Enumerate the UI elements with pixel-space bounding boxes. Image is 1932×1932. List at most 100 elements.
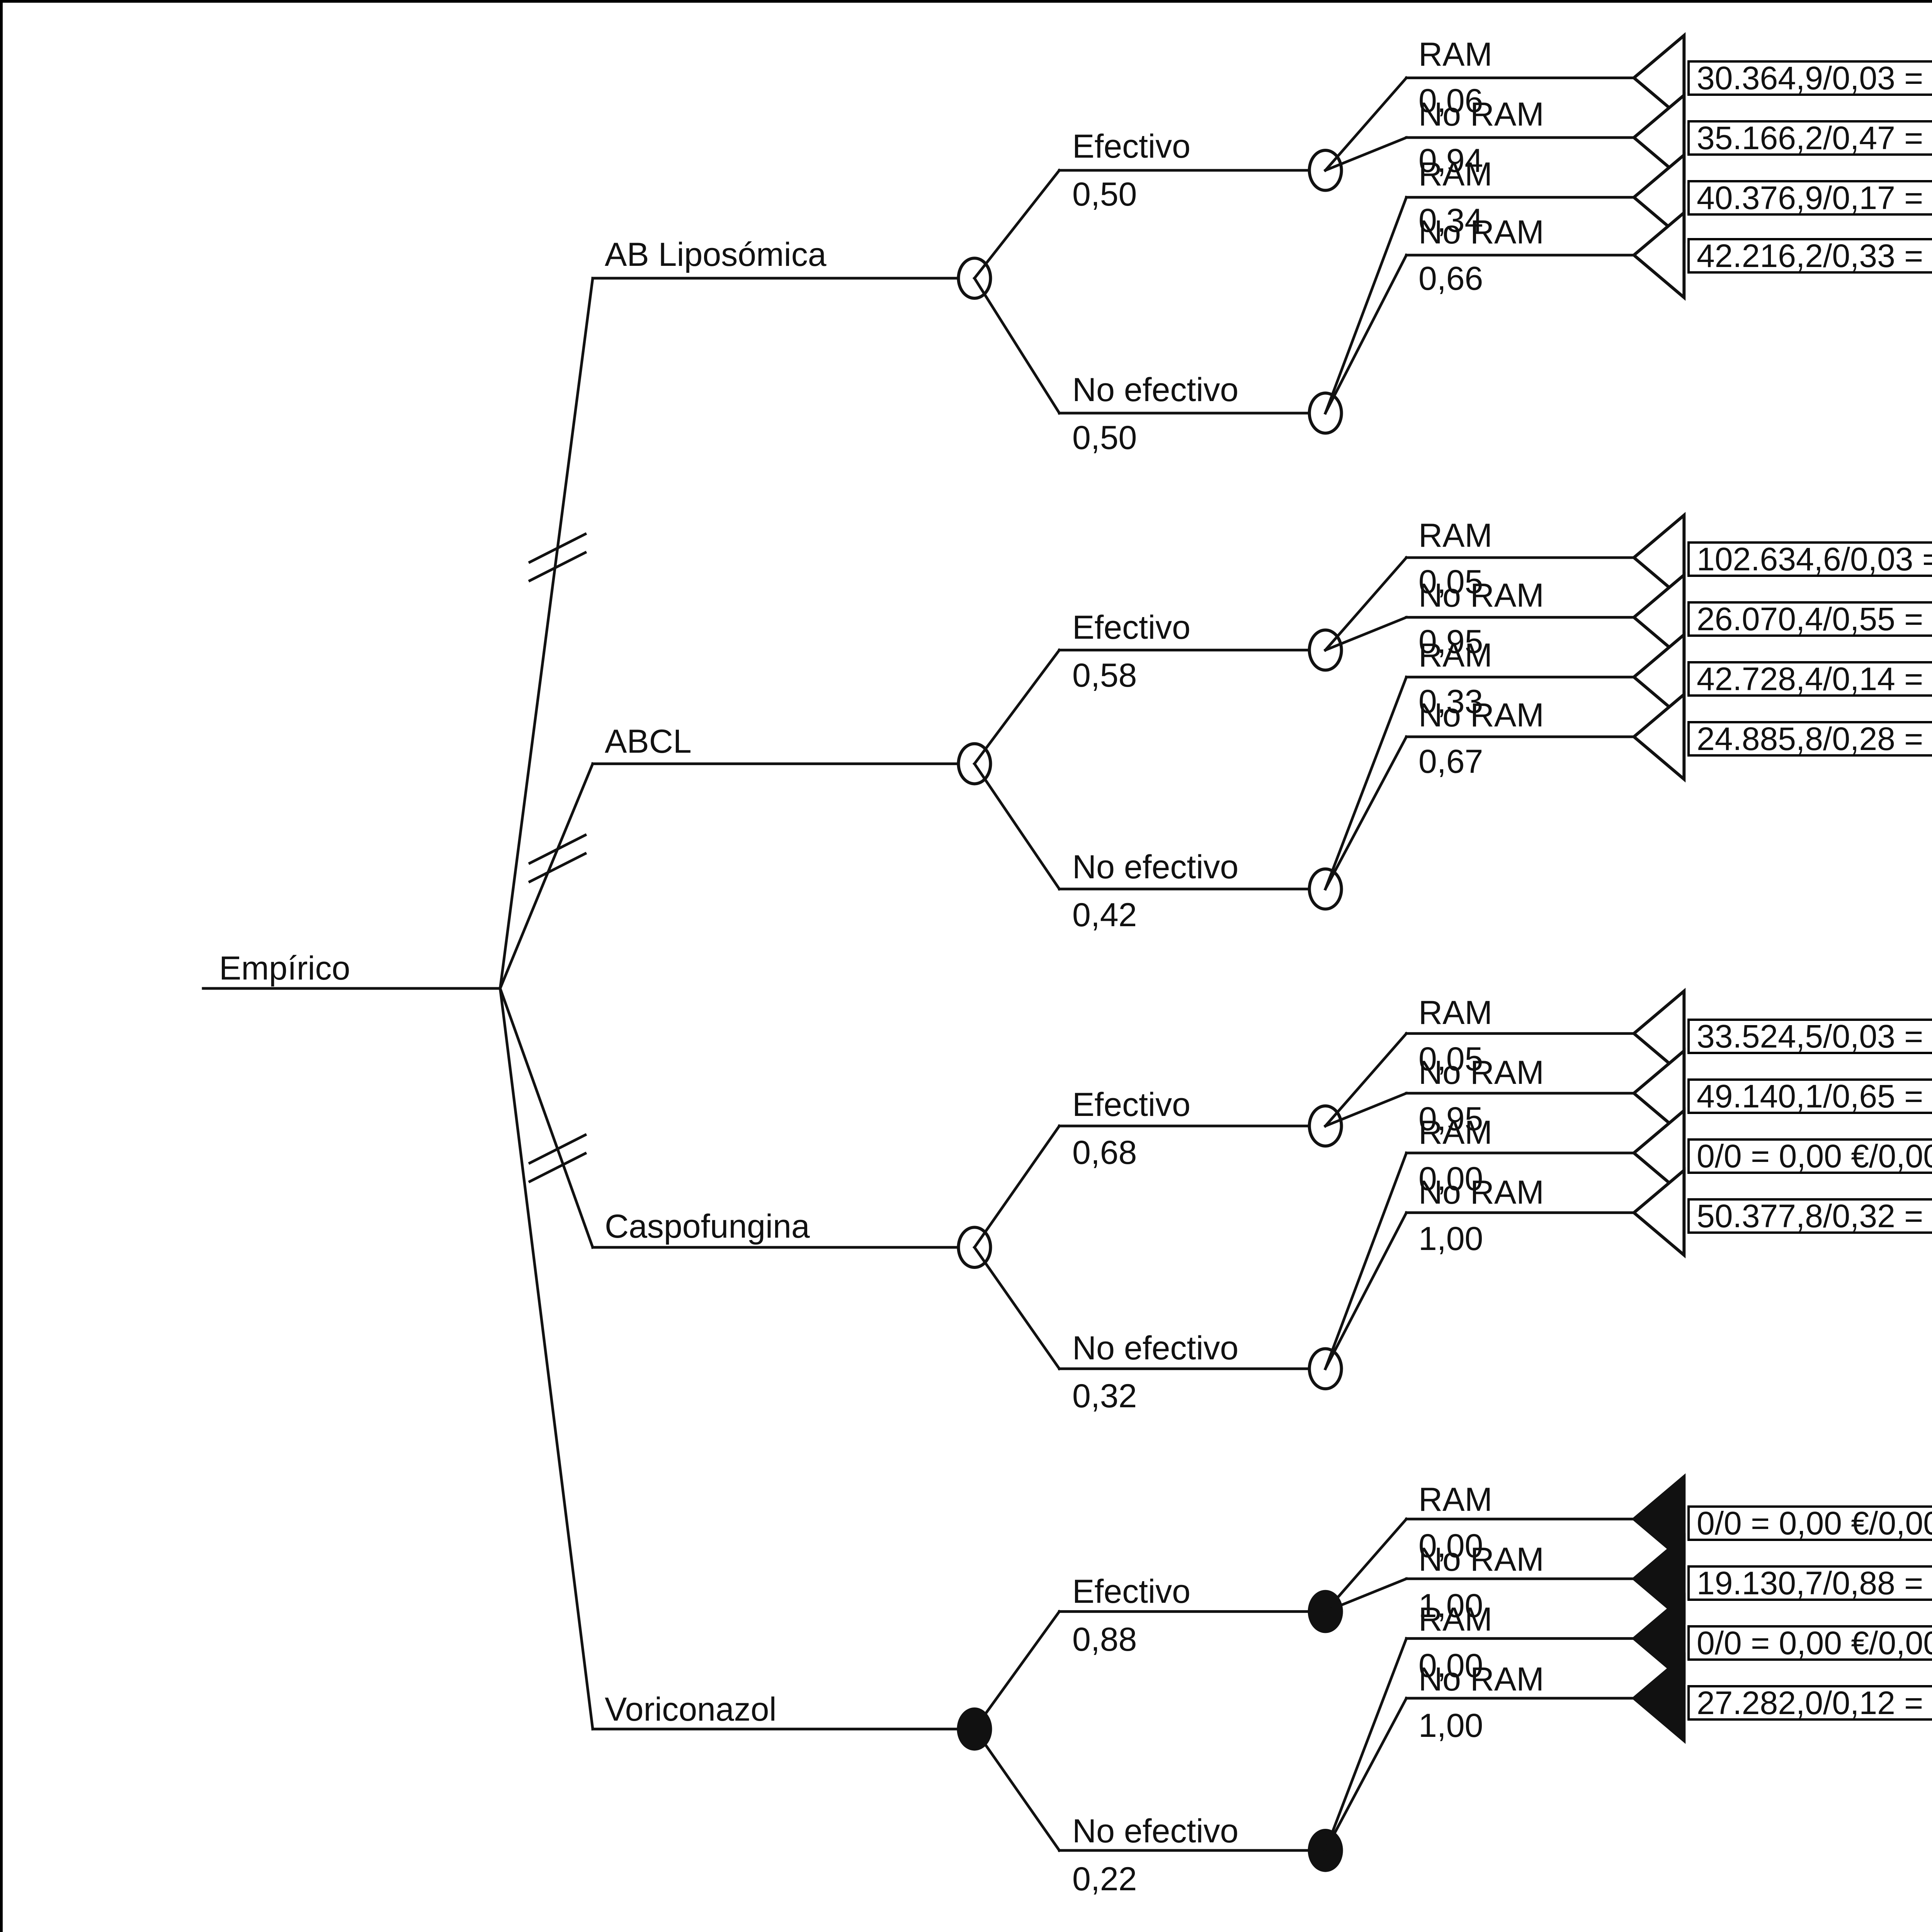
payoff-box: 49.140,1/0,65 = 49.140,1 €/0,65 (1687, 1078, 1932, 1114)
strategy-label-ab-liposómica: AB Liposómica (605, 236, 827, 273)
outcome-prob-0-1: 0,50 (1072, 419, 1137, 456)
event-prob-2-1-1: 1,00 (1418, 1220, 1483, 1257)
event-prob-0-1-1: 0,66 (1418, 260, 1483, 297)
payoff-box: 42.728,4/0,14 = 42.728,4 €/0,14 (1687, 661, 1932, 697)
event-label-3-1-0: RAM (1418, 1601, 1493, 1638)
payoff-box: 24.885,8/0,28 = 24.885,8 €/0,28 (1687, 721, 1932, 757)
event-prob-1-0-1: 0,95 (1418, 623, 1483, 660)
decision-tree-canvas (202, 32, 1686, 1872)
event-prob-3-1-1: 1,00 (1418, 1707, 1483, 1744)
payoff-value-2-1-0: 0/0 = 0,00 €/0,00 (1697, 1138, 1932, 1174)
terminal-node-2-1-1 (1631, 1167, 1686, 1259)
payoff-value-3-0-0: 0/0 = 0,00 €/0,00 (1697, 1505, 1932, 1541)
terminal-node-2-0-0 (1631, 988, 1686, 1079)
terminal-node-0-0-0 (1631, 32, 1686, 124)
strategy-label-abcl: ABCL (605, 723, 692, 760)
payoff-box: 19.130,7/0,88 = 19.130,70 €/0,88 (1687, 1565, 1932, 1601)
event-label-3-0-1: No RAM (1418, 1541, 1544, 1578)
event-prob-3-0-1: 1,00 (1418, 1587, 1483, 1624)
terminal-node-3-1-0 (1631, 1593, 1686, 1684)
event-prob-0-1-0: 0,34 (1418, 202, 1483, 239)
event-label-2-1-1: No RAM (1418, 1174, 1544, 1211)
event-prob-1-0-0: 0,05 (1418, 563, 1483, 600)
event-label-1-0-0: RAM (1418, 517, 1493, 554)
outcome-prob-3-0: 0,88 (1072, 1621, 1137, 1658)
payoff-box: 40.376,9/0,17 = 40.376,9 €/0,17 (1687, 180, 1932, 216)
terminal-node-3-0-1 (1631, 1533, 1686, 1625)
event-label-3-1-1: No RAM (1418, 1661, 1544, 1698)
event-prob-2-1-0: 0,00 (1418, 1160, 1483, 1197)
terminal-node-3-0-0 (1631, 1473, 1686, 1565)
pruned-hash-mark (528, 532, 587, 583)
event-label-2-1-0: RAM (1418, 1114, 1493, 1151)
payoff-value-0-1-0: 40.376,9/0,17 = 40.376,9 €/0,17 (1697, 180, 1932, 216)
pruned-hash-mark (528, 1133, 587, 1184)
event-label-1-1-1: No RAM (1418, 697, 1544, 734)
root-label: Empírico (219, 950, 350, 987)
payoff-value-1-1-0: 42.728,4/0,14 = 42.728,4 €/0,14 (1697, 661, 1932, 697)
outcome-label-1-1: No efectivo (1072, 849, 1239, 886)
payoff-box: 33.524,5/0,03 = 33.524,5 €/0,03 (1687, 1019, 1932, 1054)
outcome-label-3-0: Efectivo (1072, 1573, 1190, 1610)
terminal-node-0-1-1 (1631, 209, 1686, 301)
event-prob-1-1-1: 0,67 (1418, 743, 1483, 780)
outcome-prob-2-1: 0,32 (1072, 1378, 1137, 1415)
payoff-value-3-1-1: 27.282,0/0,12 = 27.282,0 €/0,12 (1697, 1685, 1932, 1721)
payoff-box: 50.377,8/0,32 = 50.377,8 €/0,32 (1687, 1198, 1932, 1234)
outcome-label-1-0: Efectivo (1072, 609, 1190, 646)
event-label-1-0-1: No RAM (1418, 577, 1544, 614)
payoff-box: 102.634,6/0,03 = 102.634,6 €/0,03 (1687, 541, 1932, 577)
event-prob-0-0-0: 0,06 (1418, 82, 1483, 119)
event-label-0-1-0: RAM (1418, 156, 1493, 193)
outcome-prob-1-0: 0,58 (1072, 657, 1137, 694)
event-label-0-0-0: RAM (1418, 36, 1493, 73)
payoff-value-3-1-0: 0/0 = 0,00 €/0,00 (1697, 1625, 1932, 1661)
outcome-label-0-1: No efectivo (1072, 371, 1239, 408)
terminal-node-0-1-0 (1631, 151, 1686, 243)
payoff-box: 42.216,2/0,33 = 42.216,2 €/0,33 (1687, 238, 1932, 274)
payoff-box: 26.070,4/0,55 = 26.070,4 €/0,55 (1687, 601, 1932, 637)
event-prob-3-1-0: 0,00 (1418, 1647, 1483, 1684)
payoff-value-0-0-0: 30.364,9/0,03 = 30.364,9 €/0,03 (1697, 60, 1932, 96)
payoff-box: 27.282,0/0,12 = 27.282,0 €/0,12 (1687, 1685, 1932, 1721)
event-prob-0-0-1: 0,94 (1418, 142, 1483, 179)
strategy-label-caspofungina: Caspofungina (605, 1208, 810, 1245)
outcome-label-0-0: Efectivo (1072, 128, 1190, 165)
payoff-box: 0/0 = 0,00 €/0,00 (1687, 1505, 1932, 1541)
event-label-2-0-1: No RAM (1418, 1054, 1544, 1091)
outcome-label-3-1: No efectivo (1072, 1813, 1239, 1850)
terminal-node-1-1-1 (1631, 691, 1686, 783)
payoff-box: 30.364,9/0,03 = 30.364,9 €/0,03 (1687, 60, 1932, 96)
event-label-2-0-0: RAM (1418, 994, 1493, 1031)
event-label-3-0-0: RAM (1418, 1481, 1493, 1518)
payoff-box: 35.166,2/0,47 = 35.166,2 €/0,47 (1687, 120, 1932, 156)
event-label-1-1-0: RAM (1418, 637, 1493, 674)
payoff-value-2-0-0: 33.524,5/0,03 = 33.524,5 €/0,03 (1697, 1018, 1932, 1054)
outcome-label-2-1: No efectivo (1072, 1330, 1239, 1367)
pruned-hash-mark (528, 833, 587, 884)
terminal-node-3-1-1 (1631, 1652, 1686, 1744)
event-prob-2-0-0: 0,05 (1418, 1041, 1483, 1078)
terminal-node-2-1-0 (1631, 1107, 1686, 1199)
payoff-box: 0/0 = 0,00 €/0,00 (1687, 1138, 1932, 1174)
payoff-value-0-1-1: 42.216,2/0,33 = 42.216,2 €/0,33 (1697, 238, 1932, 274)
event-label-0-0-1: No RAM (1418, 96, 1544, 133)
outcome-label-2-0: Efectivo (1072, 1086, 1190, 1123)
payoff-value-2-0-1: 49.140,1/0,65 = 49.140,1 €/0,65 (1697, 1078, 1932, 1114)
outcome-prob-0-0: 0,50 (1072, 176, 1137, 213)
terminal-node-1-0-0 (1631, 512, 1686, 604)
terminal-node-2-0-1 (1631, 1047, 1686, 1139)
payoff-value-0-0-1: 35.166,2/0,47 = 35.166,2 €/0,47 (1697, 120, 1932, 156)
outcome-prob-2-0: 0,68 (1072, 1134, 1137, 1171)
payoff-value-2-1-1: 50.377,8/0,32 = 50.377,8 €/0,32 (1697, 1198, 1932, 1234)
strategy-label-voriconazol: Voriconazol (605, 1691, 777, 1728)
payoff-value-1-0-1: 26.070,4/0,55 = 26.070,4 €/0,55 (1697, 601, 1932, 637)
payoff-value-3-0-1: 19.130,7/0,88 = 19.130,70 €/0,88 (1697, 1565, 1932, 1601)
payoff-box: 0/0 = 0,00 €/0,00 (1687, 1625, 1932, 1661)
terminal-node-0-0-1 (1631, 92, 1686, 184)
outcome-prob-1-1: 0,42 (1072, 896, 1137, 934)
payoff-value-1-0-0: 102.634,6/0,03 = 102.634,6 €/0,03 (1697, 541, 1932, 577)
outcome-prob-3-1: 0,22 (1072, 1861, 1137, 1898)
terminal-node-1-1-0 (1631, 631, 1686, 723)
